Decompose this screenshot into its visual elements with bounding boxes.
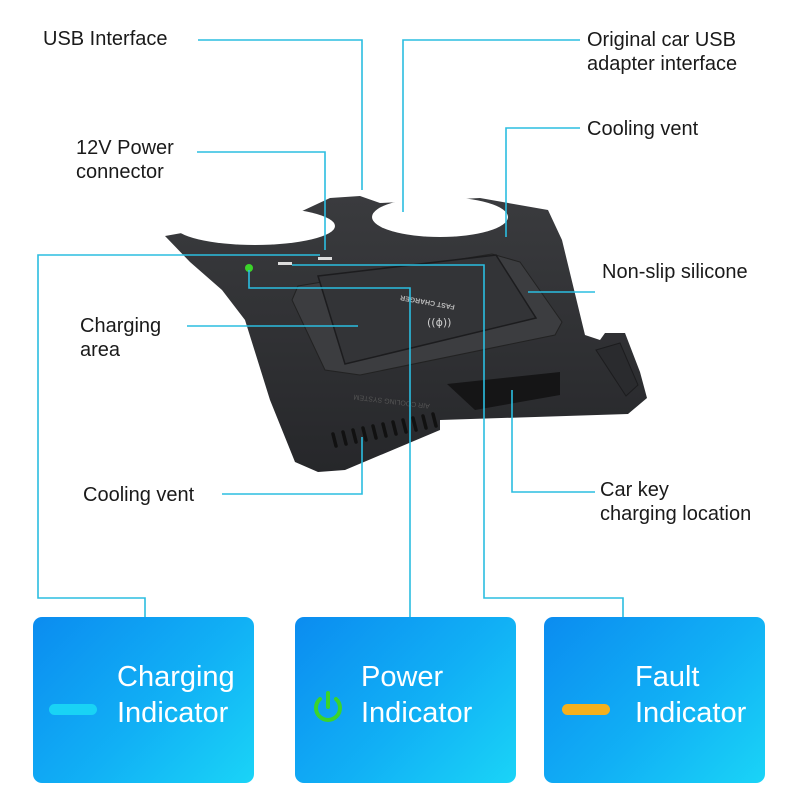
label-line: 12V Power [76, 137, 174, 159]
label-power-connector: 12V Power connector [76, 136, 174, 184]
label-line: Original car USB [587, 29, 736, 51]
label-line: charging location [600, 503, 752, 525]
card-subtitle: Indicator [117, 697, 229, 729]
label-car-key: Car key charging location [600, 478, 751, 526]
label-line: area [80, 339, 121, 361]
label-cooling-vent-bottom: Cooling vent [83, 484, 195, 506]
label-usb-interface: USB Interface [43, 28, 168, 50]
power-icon [314, 691, 342, 722]
label-line: Car key [600, 479, 669, 501]
card-title: Charging [117, 661, 235, 693]
charging-area [317, 254, 538, 365]
label-original-usb: Original car USB adapter interface [587, 28, 737, 76]
leader-lines [37, 39, 624, 617]
label-charging-area: Charging area [80, 314, 161, 362]
label-line: connector [76, 161, 164, 183]
power-indicator-card: Power Indicator [295, 617, 516, 783]
fault-indicator-card: Fault Indicator [544, 617, 765, 783]
card-title: Power [361, 661, 444, 693]
label-line: adapter interface [587, 53, 738, 75]
amber-bar-icon [562, 704, 610, 715]
label-line: Charging [80, 315, 162, 337]
charging-indicator-card: Charging Indicator [33, 617, 254, 783]
label-non-slip-silicone: Non-slip silicone [602, 261, 748, 283]
label-cooling-vent-top: Cooling vent [587, 118, 699, 140]
card-subtitle: Indicator [635, 697, 747, 729]
wireless-icon: ((ϕ)) [427, 316, 451, 329]
card-subtitle: Indicator [361, 697, 473, 729]
cyan-bar-icon [49, 704, 97, 715]
cooling-vents [331, 412, 438, 448]
left-cup-holder [175, 207, 335, 245]
right-cup-holder [372, 197, 508, 237]
car-key-slot [447, 372, 560, 410]
card-title: Fault [635, 661, 700, 693]
power-led [245, 264, 253, 272]
